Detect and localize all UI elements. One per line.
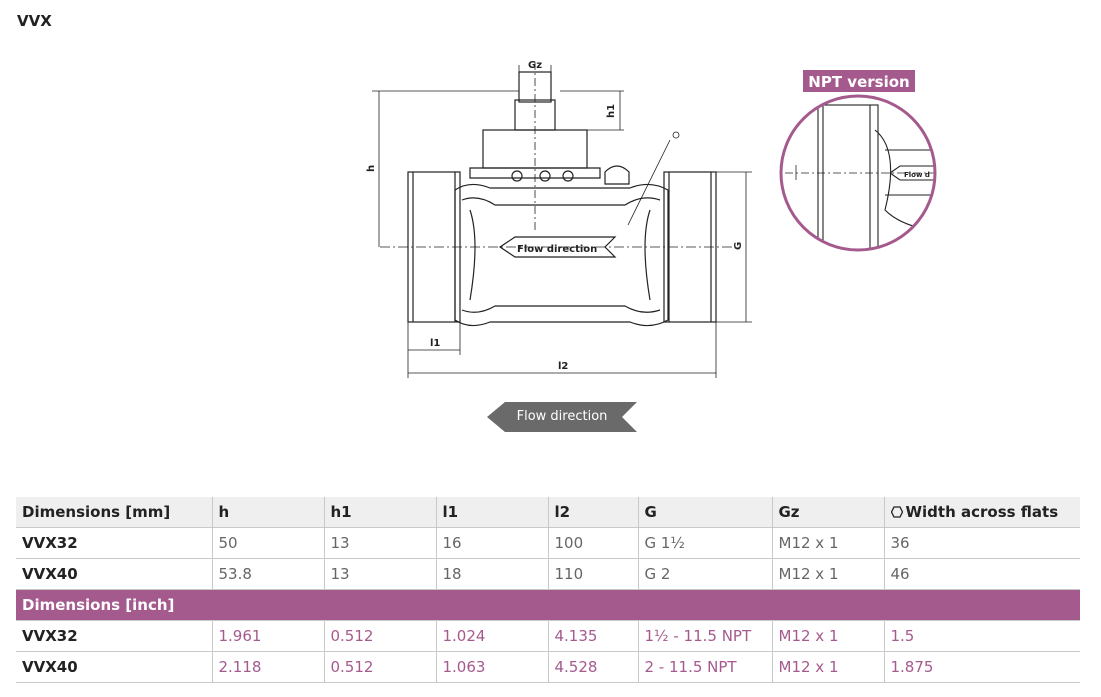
table-cell: 0.512 <box>323 651 436 683</box>
flow-direction-badge: Flow direction <box>487 402 637 432</box>
table-cell: 13 <box>323 527 436 559</box>
table-header-row: Dimensions [mm] h h1 l1 l2 G Gz Width ac… <box>16 497 1080 528</box>
row-model: VVX40 <box>16 558 212 590</box>
table-cell: 1.875 <box>883 651 1080 683</box>
flow-direction-label: Flow direction <box>516 409 608 424</box>
table-cell: 1.024 <box>435 620 548 652</box>
header-cell: h1 <box>323 497 436 528</box>
header-cell: l1 <box>435 497 548 528</box>
header-cell: h <box>211 497 324 528</box>
width-across-flats-label: Width across flats <box>905 503 1059 521</box>
table-cell: 53.8 <box>211 558 324 590</box>
table-cell: 100 <box>547 527 638 559</box>
table-cell: M12 x 1 <box>771 620 884 652</box>
dim-label-gz: Gz <box>528 60 542 71</box>
table-cell: 2 - 11.5 NPT <box>637 651 772 683</box>
table-cell: 2.118 <box>211 651 324 683</box>
table-cell: 1.063 <box>435 651 548 683</box>
table-cell: 4.135 <box>547 620 638 652</box>
dim-label-g: G <box>733 242 744 250</box>
table-cell: 50 <box>211 527 324 559</box>
page-title: VVX <box>17 12 52 30</box>
table-cell: 36 <box>883 527 1080 559</box>
table-cell: G 1½ <box>637 527 772 559</box>
table-cell: 1½ - 11.5 NPT <box>637 620 772 652</box>
table-cell: 110 <box>547 558 638 590</box>
table-cell: 16 <box>435 527 548 559</box>
header-cell-width-across-flats: Width across flats <box>883 497 1080 528</box>
technical-drawing: Gz h1 h G l1 l2 Flow direction Flow d NP… <box>366 60 937 378</box>
valve-body <box>454 183 669 327</box>
body-flow-arrow <box>498 236 617 258</box>
table-cell: 1.961 <box>211 620 324 652</box>
hexagon-icon <box>890 506 903 518</box>
npt-label: NPT version <box>808 73 909 91</box>
table-cell: 0.512 <box>323 620 436 652</box>
npt-inset: Flow d NPT version <box>779 70 937 252</box>
table-cell: 1.5 <box>883 620 1080 652</box>
header-cell: l2 <box>547 497 638 528</box>
dim-label-l2: l2 <box>558 361 568 372</box>
table-cell: M12 x 1 <box>771 651 884 683</box>
table-cell: 46 <box>883 558 1080 590</box>
inset-flow-text: Flow d <box>904 171 930 179</box>
body-flow-text: Flow direction <box>517 244 597 255</box>
inch-section-header: Dimensions [inch] <box>16 589 1080 621</box>
table-cell: M12 x 1 <box>771 558 884 590</box>
table-cell: 13 <box>323 558 436 590</box>
table-cell: G 2 <box>637 558 772 590</box>
dim-label-h: h <box>366 165 377 172</box>
table-row: VVX32 1.961 0.512 1.024 4.135 1½ - 11.5 … <box>16 620 1080 652</box>
header-cell: G <box>637 497 772 528</box>
dim-label-l1: l1 <box>430 338 440 349</box>
row-model: VVX32 <box>16 620 212 652</box>
npt-label-bg <box>803 70 915 92</box>
row-model: VVX40 <box>16 651 212 683</box>
header-cell: Gz <box>771 497 884 528</box>
table-row: VVX32 50 13 16 100 G 1½ M12 x 1 36 <box>16 527 1080 559</box>
table-row: VVX40 2.118 0.512 1.063 4.528 2 - 11.5 N… <box>16 651 1080 683</box>
dim-label-h1: h1 <box>606 104 617 118</box>
flow-badge-arrow-shape <box>487 402 637 432</box>
table-cell: M12 x 1 <box>771 527 884 559</box>
table-cell: 18 <box>435 558 548 590</box>
table-row: VVX40 53.8 13 18 110 G 2 M12 x 1 46 <box>16 558 1080 590</box>
dimensions-table: Dimensions [mm] h h1 l1 l2 G Gz Width ac… <box>16 497 1080 683</box>
inch-section-title: Dimensions [inch] <box>16 589 1080 621</box>
row-model: VVX32 <box>16 527 212 559</box>
header-cell: Dimensions [mm] <box>16 497 212 528</box>
table-cell: 4.528 <box>547 651 638 683</box>
